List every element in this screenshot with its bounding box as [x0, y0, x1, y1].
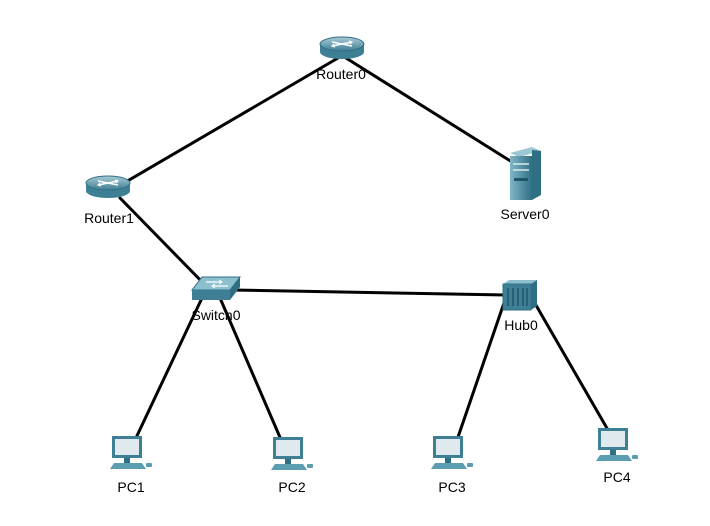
pc4-node[interactable]: PC4	[596, 428, 638, 485]
switch-icon	[190, 276, 242, 300]
link-switch0-hub0[interactable]	[230, 288, 508, 297]
server0-node[interactable]: Server0	[500, 147, 550, 222]
pc-icon	[110, 436, 152, 469]
pc1-label: PC1	[117, 479, 144, 495]
links	[110, 56, 610, 444]
link-hub0-pc3[interactable]	[455, 298, 507, 442]
router1-node[interactable]: Router1	[84, 175, 134, 226]
switch0-node[interactable]: Switch0	[190, 276, 242, 323]
pc1-node[interactable]: PC1	[110, 436, 152, 495]
hub-icon	[502, 280, 537, 311]
link-switch0-pc1[interactable]	[133, 296, 204, 442]
pc2-label: PC2	[278, 479, 305, 495]
link-switch0-pc2[interactable]	[218, 296, 284, 444]
server0-label: Server0	[500, 206, 549, 222]
server-icon	[510, 147, 541, 200]
pc-icon	[271, 437, 313, 470]
pc-icon	[431, 436, 473, 469]
router-icon	[85, 175, 131, 198]
router-icon	[319, 36, 365, 59]
router0-node[interactable]: Router0	[316, 36, 366, 82]
pc3-label: PC3	[438, 479, 465, 495]
hub0-node[interactable]: Hub0	[502, 280, 538, 333]
link-router0-server0[interactable]	[344, 56, 514, 164]
router0-label: Router0	[316, 66, 366, 82]
pc3-node[interactable]: PC3	[431, 436, 473, 495]
hub0-label: Hub0	[504, 317, 538, 333]
pc2-node[interactable]: PC2	[271, 437, 313, 495]
router1-label: Router1	[84, 210, 134, 226]
link-router0-router1[interactable]	[110, 56, 340, 192]
link-router1-switch0[interactable]	[118, 196, 212, 292]
pc4-label: PC4	[603, 469, 630, 485]
pc-icon	[596, 428, 638, 461]
link-hub0-pc4[interactable]	[531, 298, 610, 432]
switch0-label: Switch0	[191, 307, 240, 323]
